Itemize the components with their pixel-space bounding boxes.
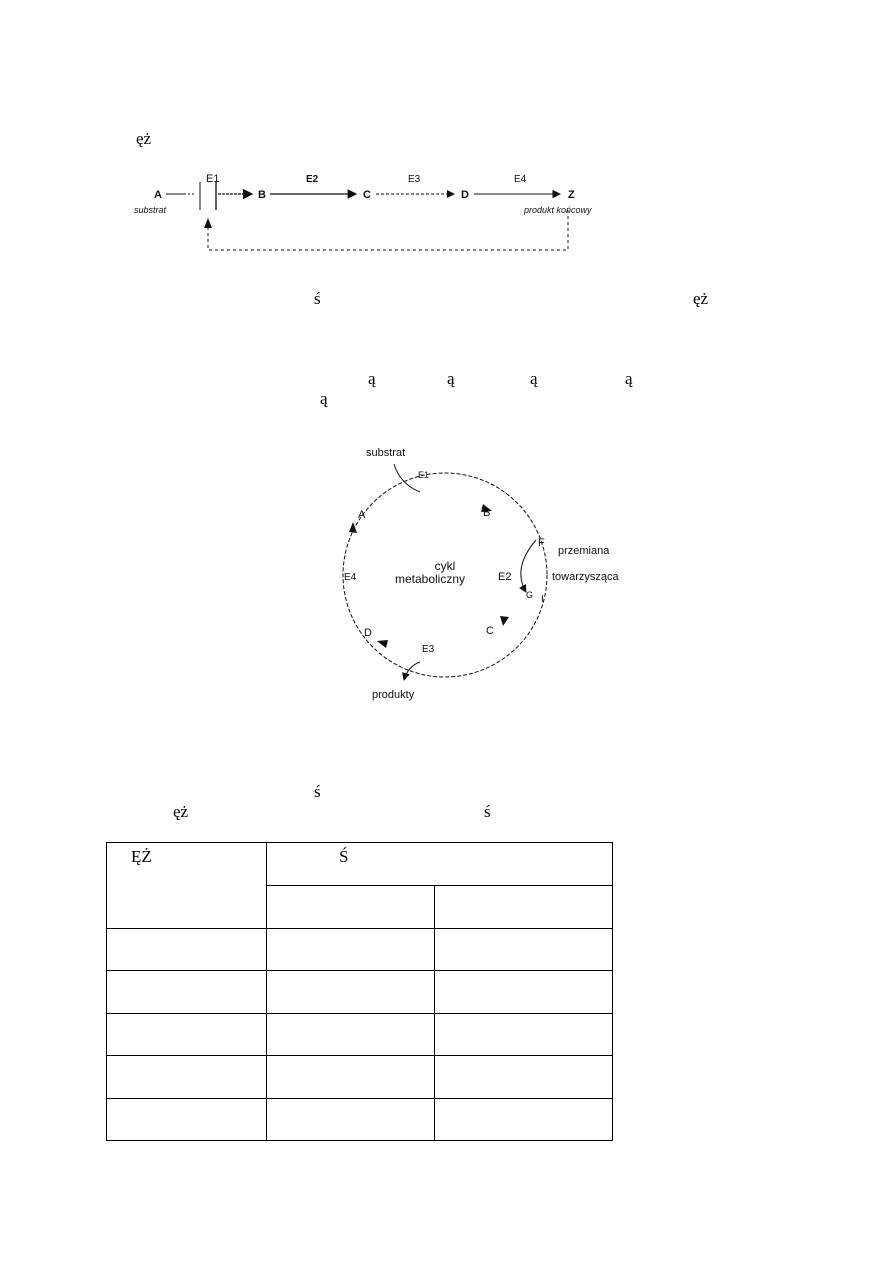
node-d: D: [461, 189, 469, 201]
side-node-i: I: [541, 594, 544, 605]
text-fragment: ą: [625, 369, 633, 388]
text-fragment: ś: [484, 802, 491, 821]
side-reaction-label-1: przemiana: [558, 545, 610, 557]
table-cell: [266, 1098, 435, 1141]
side-reaction-label-2: towarzysząca: [552, 571, 620, 583]
linear-pathway-diagram: A B C D Z E1 E2 E3 E4 substrat produkt k…: [134, 173, 592, 251]
side-node-g: G: [526, 590, 533, 600]
table-row: [106, 1055, 613, 1099]
table-header-col2: Ś: [266, 842, 613, 886]
substrate-label: substrat: [134, 205, 167, 215]
table-cell: [266, 928, 435, 971]
node-z: Z: [568, 189, 575, 201]
node-b: B: [258, 189, 266, 201]
table-subheader-cell: [266, 885, 435, 929]
enzyme-e4: E4: [514, 174, 527, 185]
cycle-center-label-2: metaboliczny: [395, 572, 465, 586]
table-row: [106, 928, 613, 971]
cycle-enzyme-e4: E4: [344, 572, 357, 583]
data-table: ĘŻ Ś: [106, 842, 613, 1141]
table-cell: [266, 1055, 435, 1099]
table-cell: [106, 1098, 267, 1141]
cycle-substrate-label: substrat: [366, 447, 405, 459]
table-cell: [434, 1055, 613, 1099]
text-fragment: ą: [447, 369, 455, 388]
table-cell: [106, 928, 267, 971]
table-cell: [266, 970, 435, 1014]
text-fragment: ęż: [173, 802, 189, 821]
text-fragment: ś: [314, 782, 321, 801]
table-row: [106, 970, 613, 1014]
cycle-node-a: A: [358, 509, 366, 521]
table-cell: [106, 970, 267, 1014]
text-fragment: ą: [368, 369, 376, 388]
node-c: C: [363, 189, 371, 201]
enzyme-e3: E3: [408, 174, 421, 185]
end-product-label: produkt końcowy: [523, 205, 592, 215]
table-cell: [106, 1013, 267, 1056]
cycle-center-label-1: cykl: [435, 559, 456, 573]
products-label: produkty: [372, 689, 415, 701]
cycle-enzyme-e1: E1: [418, 470, 429, 480]
table-cell: [266, 1013, 435, 1056]
node-a: A: [154, 189, 162, 201]
table-header-col1: ĘŻ: [106, 842, 267, 929]
cycle-enzyme-e3: E3: [422, 644, 435, 655]
cycle-node-d: D: [364, 627, 372, 639]
table-cell: [106, 1055, 267, 1099]
text-fragment: ą: [530, 369, 538, 388]
table-subheader-cell: [434, 885, 613, 929]
enzyme-e2: E2: [306, 174, 319, 185]
table-row: [106, 1098, 613, 1141]
side-node-f: F: [538, 537, 545, 549]
text-fragment: ś: [314, 289, 321, 308]
enzyme-e1: E1: [206, 173, 219, 185]
cycle-node-b: B: [483, 507, 490, 519]
table-cell: [434, 1013, 613, 1056]
table-cell: [434, 1098, 613, 1141]
table-row: [106, 1013, 613, 1056]
cycle-enzyme-e2: E2: [498, 571, 511, 583]
text-fragment: ęż: [693, 289, 709, 308]
table-cell: [434, 970, 613, 1014]
heading-fragment: ęż: [136, 129, 152, 148]
cycle-node-c: C: [486, 625, 494, 637]
text-fragment: ą: [320, 389, 328, 408]
metabolic-cycle-diagram: substrat produkty F G I przemiana towarz…: [342, 447, 620, 701]
table-cell: [434, 928, 613, 971]
